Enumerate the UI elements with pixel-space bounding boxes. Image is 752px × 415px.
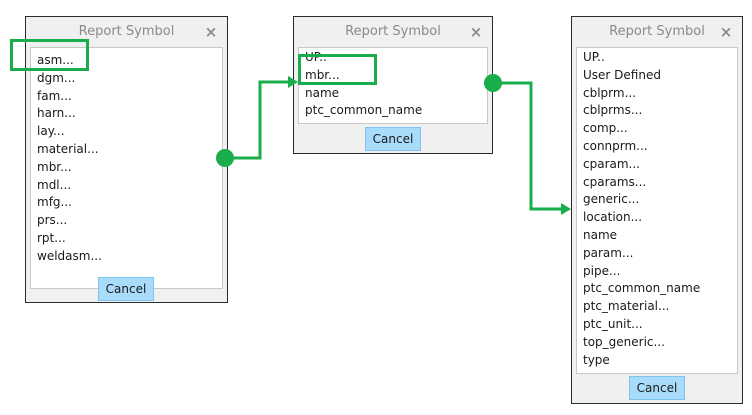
list-item-top-generic[interactable]: top_generic...: [583, 334, 665, 349]
highlight-box-mbr: [298, 54, 377, 85]
list-item-name[interactable]: name: [305, 85, 340, 100]
dialog-title: Report Symbol: [78, 24, 175, 39]
list-item-comp[interactable]: comp...: [583, 121, 628, 136]
list-item-cblprm[interactable]: cblprm...: [583, 85, 637, 100]
list-item-cblprms[interactable]: cblprms...: [583, 103, 643, 118]
list-item-weldasm[interactable]: weldasm...: [37, 248, 102, 263]
connector-line-1: [225, 80, 288, 160]
connector-dot-2: [484, 74, 502, 92]
list-item-up[interactable]: UP..: [305, 50, 327, 64]
dialog-titlebar: Report Symbol ×: [572, 17, 742, 47]
report-symbol-dialog-3: Report Symbol × UP.. User Defined cblprm…: [571, 16, 743, 404]
symbol-list: UP.. mbr... name ptc_common_name: [298, 47, 488, 124]
list-item-param[interactable]: param...: [583, 245, 634, 260]
list-item-harn[interactable]: harn...: [37, 106, 76, 121]
list-item-prs[interactable]: prs...: [37, 213, 68, 228]
list-item-location[interactable]: location...: [583, 210, 643, 225]
list-item-cparams[interactable]: cparams...: [583, 174, 647, 189]
list-item-material[interactable]: material...: [37, 141, 99, 156]
list-item-fam[interactable]: fam...: [37, 88, 72, 103]
list-item-mbr[interactable]: mbr...: [37, 159, 72, 174]
close-icon[interactable]: ×: [469, 23, 483, 41]
list-item-mdl[interactable]: mdl...: [37, 177, 72, 192]
dialog-titlebar: Report Symbol ×: [294, 17, 492, 47]
connector-line-2: [493, 81, 561, 211]
list-item-mbr[interactable]: mbr...: [305, 67, 340, 82]
list-item-ptc-common-name[interactable]: ptc_common_name: [305, 103, 423, 118]
list-item-ptc-unit[interactable]: ptc_unit...: [583, 316, 643, 331]
list-item-generic[interactable]: generic...: [583, 192, 640, 207]
symbol-list: asm... dgm... fam... harn... lay... mate…: [30, 47, 223, 289]
report-symbol-dialog-1: Report Symbol × asm... dgm... fam... har…: [25, 16, 228, 303]
report-symbol-dialog-2: Report Symbol × UP.. mbr... name ptc_com…: [293, 16, 493, 154]
close-icon[interactable]: ×: [719, 23, 733, 41]
cancel-button[interactable]: Cancel: [365, 127, 421, 151]
list-item-user-defined[interactable]: User Defined: [583, 67, 661, 82]
close-icon[interactable]: ×: [204, 23, 218, 41]
connector-dot-1: [216, 149, 234, 167]
cancel-button[interactable]: Cancel: [98, 277, 154, 301]
list-item-mfg[interactable]: mfg...: [37, 195, 72, 210]
list-item-cparam[interactable]: cparam...: [583, 156, 640, 171]
list-item-ptc-common-name[interactable]: ptc_common_name: [583, 281, 701, 296]
list-item-rpt[interactable]: rpt...: [37, 230, 66, 245]
list-item-name[interactable]: name: [583, 227, 618, 242]
list-item-type[interactable]: type: [583, 352, 610, 367]
dialog-title: Report Symbol: [609, 24, 705, 39]
dialog-title: Report Symbol: [345, 24, 441, 39]
list-item-up[interactable]: UP..: [583, 50, 605, 64]
list-item-ptc-material[interactable]: ptc_material...: [583, 299, 670, 314]
cancel-button[interactable]: Cancel: [629, 376, 685, 400]
arrowhead-1: [288, 76, 298, 88]
list-item-pipe[interactable]: pipe...: [583, 263, 621, 278]
arrowhead-2: [561, 203, 571, 215]
list-item-asm[interactable]: asm...: [37, 53, 74, 67]
highlight-box-asm: [10, 39, 89, 71]
list-item-dgm[interactable]: dgm...: [37, 70, 76, 85]
list-item-lay[interactable]: lay...: [37, 124, 65, 139]
dialog-titlebar: Report Symbol ×: [26, 17, 227, 47]
list-item-connprm[interactable]: connprm...: [583, 138, 648, 153]
symbol-list: UP.. User Defined cblprm... cblprms... c…: [576, 47, 738, 374]
